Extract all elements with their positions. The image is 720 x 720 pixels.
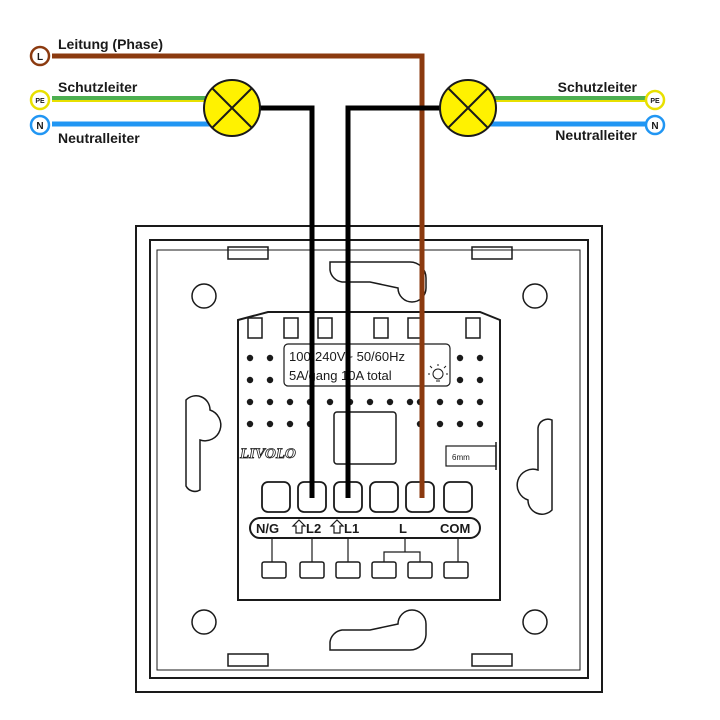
vent-dot — [476, 376, 484, 384]
arrow-up-icon — [329, 519, 345, 534]
switched-wire-l2 — [236, 105, 315, 498]
svg-text:PE: PE — [650, 98, 660, 105]
terminal-ng-label: N/G — [256, 521, 279, 536]
vent-dot — [476, 354, 484, 362]
screw-holes — [191, 283, 548, 635]
center-window — [333, 411, 397, 465]
switch-backplate — [135, 225, 603, 693]
vent-dot — [266, 398, 274, 406]
vent-dot — [456, 420, 464, 428]
brand-logo: LIVOLO — [239, 446, 296, 462]
spec-label: 100-240V~ 50/60Hz 5A/gang 10A total — [283, 343, 451, 387]
vent-dot — [266, 354, 274, 362]
n-badge-left: N — [29, 114, 51, 136]
n-label-right: Neutralleiter — [555, 127, 637, 143]
svg-text:N: N — [36, 121, 43, 132]
vent-dot — [386, 398, 394, 406]
vent-dot — [326, 398, 334, 406]
pe-badge-right: PE — [644, 89, 666, 111]
mounting-clips — [227, 246, 513, 667]
vent-dot — [286, 398, 294, 406]
terminal-slots — [261, 561, 469, 579]
vent-dot — [456, 354, 464, 362]
vent-dot — [436, 420, 444, 428]
vent-dot — [436, 398, 444, 406]
terminal-l2-label: L2 — [306, 521, 321, 536]
phase-label: Leitung (Phase) — [58, 36, 163, 52]
n-badge-right: N — [644, 114, 666, 136]
vent-dot — [266, 420, 274, 428]
n-label-left: Neutralleiter — [58, 130, 140, 146]
spec-line-2: 5A/gang 10A total — [289, 368, 392, 383]
vent-dot — [246, 354, 254, 362]
svg-text:N: N — [651, 121, 658, 132]
svg-text:PE: PE — [35, 98, 45, 105]
pe-label-right: Schutzleiter — [558, 79, 638, 95]
switched-wire-l1 — [345, 105, 446, 498]
terminal-l1-label: L1 — [344, 521, 359, 536]
terminal-label-bar — [249, 517, 481, 539]
arrow-up-icon — [291, 519, 307, 534]
vent-dot — [246, 420, 254, 428]
terminal-l-label: L — [399, 521, 407, 536]
vent-dot — [266, 376, 274, 384]
vent-dot — [406, 398, 414, 406]
phase-badge: L — [29, 45, 51, 67]
vent-dot — [476, 398, 484, 406]
terminal-leaders — [271, 538, 459, 562]
terminal-screws — [261, 481, 473, 513]
strip-gauge: 6mm — [445, 442, 497, 470]
vent-dot — [456, 398, 464, 406]
pe-label-left: Schutzleiter — [58, 79, 138, 95]
module-tabs — [247, 317, 481, 339]
vent-dot — [456, 376, 464, 384]
vent-dot — [476, 420, 484, 428]
vent-dot — [246, 398, 254, 406]
lamp-icon — [203, 79, 261, 137]
vent-dot — [366, 398, 374, 406]
phase-wire — [52, 53, 425, 498]
keyhole-slots — [185, 261, 553, 651]
switch-module — [237, 311, 501, 601]
vent-dot — [246, 376, 254, 384]
terminal-labels: N/G L2 L1 L COM — [256, 519, 470, 536]
strip-gauge-label: 6mm — [452, 453, 470, 462]
terminal-com-label: COM — [440, 521, 470, 536]
pe-wire-right — [490, 96, 650, 102]
svg-text:L: L — [37, 52, 43, 63]
lamp-icon — [439, 79, 497, 137]
pe-wire-left — [52, 96, 210, 102]
pe-badge-left: PE — [29, 89, 51, 111]
vent-dot — [286, 420, 294, 428]
bulb-icon — [428, 364, 448, 382]
